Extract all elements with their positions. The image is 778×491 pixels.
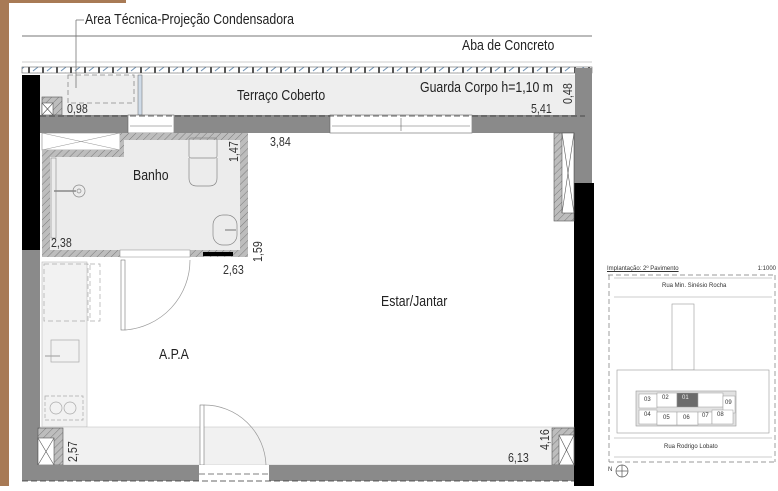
concrete-slab-label: Aba de Concreto <box>462 37 555 54</box>
room-bathroom-label: Banho <box>133 167 169 184</box>
decorative-side-strip <box>0 0 9 486</box>
room-living-dining-label: Estar/Jantar <box>381 293 448 310</box>
unit-label: 09 <box>725 400 732 406</box>
guardrail-label: Guarda Corpo h=1,10 m <box>420 79 553 96</box>
unit-label: 06 <box>683 415 690 421</box>
key-plan-drawing <box>608 274 776 478</box>
room-apa-label: A.P.A <box>159 346 189 363</box>
dimension-label: 1,59 <box>250 241 265 262</box>
unit-label-highlighted: 01 <box>682 395 689 401</box>
key-plan-scale: 1:1000 <box>757 266 776 272</box>
decorative-top-strip <box>0 0 126 3</box>
unit-label: 08 <box>717 412 724 418</box>
tech-area-label: Area Técnica-Projeção Condensadora <box>85 11 295 28</box>
dimension-label: 0,48 <box>560 83 575 104</box>
unit-label: 04 <box>644 412 651 418</box>
dimension-label: 0,98 <box>67 101 88 116</box>
dimension-label: 4,16 <box>537 429 552 450</box>
street-top-label: Rua Min. Sinésio Rocha <box>662 283 727 289</box>
room-terrace-label: Terraço Coberto <box>237 87 326 104</box>
dimension-label: 2,57 <box>65 441 80 462</box>
key-plan-title: Implantação: 2º Pavimento <box>607 266 679 272</box>
north-label: N <box>608 467 613 473</box>
unit-label: 02 <box>662 395 669 401</box>
dimension-label: 3,84 <box>270 134 291 149</box>
unit-label: 05 <box>663 415 670 421</box>
unit-label: 03 <box>644 397 651 403</box>
dimension-label: 5,41 <box>531 101 552 116</box>
dimension-label: 2,63 <box>223 262 244 277</box>
unit-label: 07 <box>702 413 709 419</box>
street-bottom-label: Rua Rodrigo Lobato <box>664 444 718 450</box>
dimension-label: 6,13 <box>508 450 529 465</box>
dimension-label: 2,38 <box>51 235 72 250</box>
floor-plan <box>21 19 594 486</box>
key-plan: Implantação: 2º Pavimento 1:1000 Rua Min… <box>606 266 778 486</box>
dimension-label: 1,47 <box>226 141 241 162</box>
